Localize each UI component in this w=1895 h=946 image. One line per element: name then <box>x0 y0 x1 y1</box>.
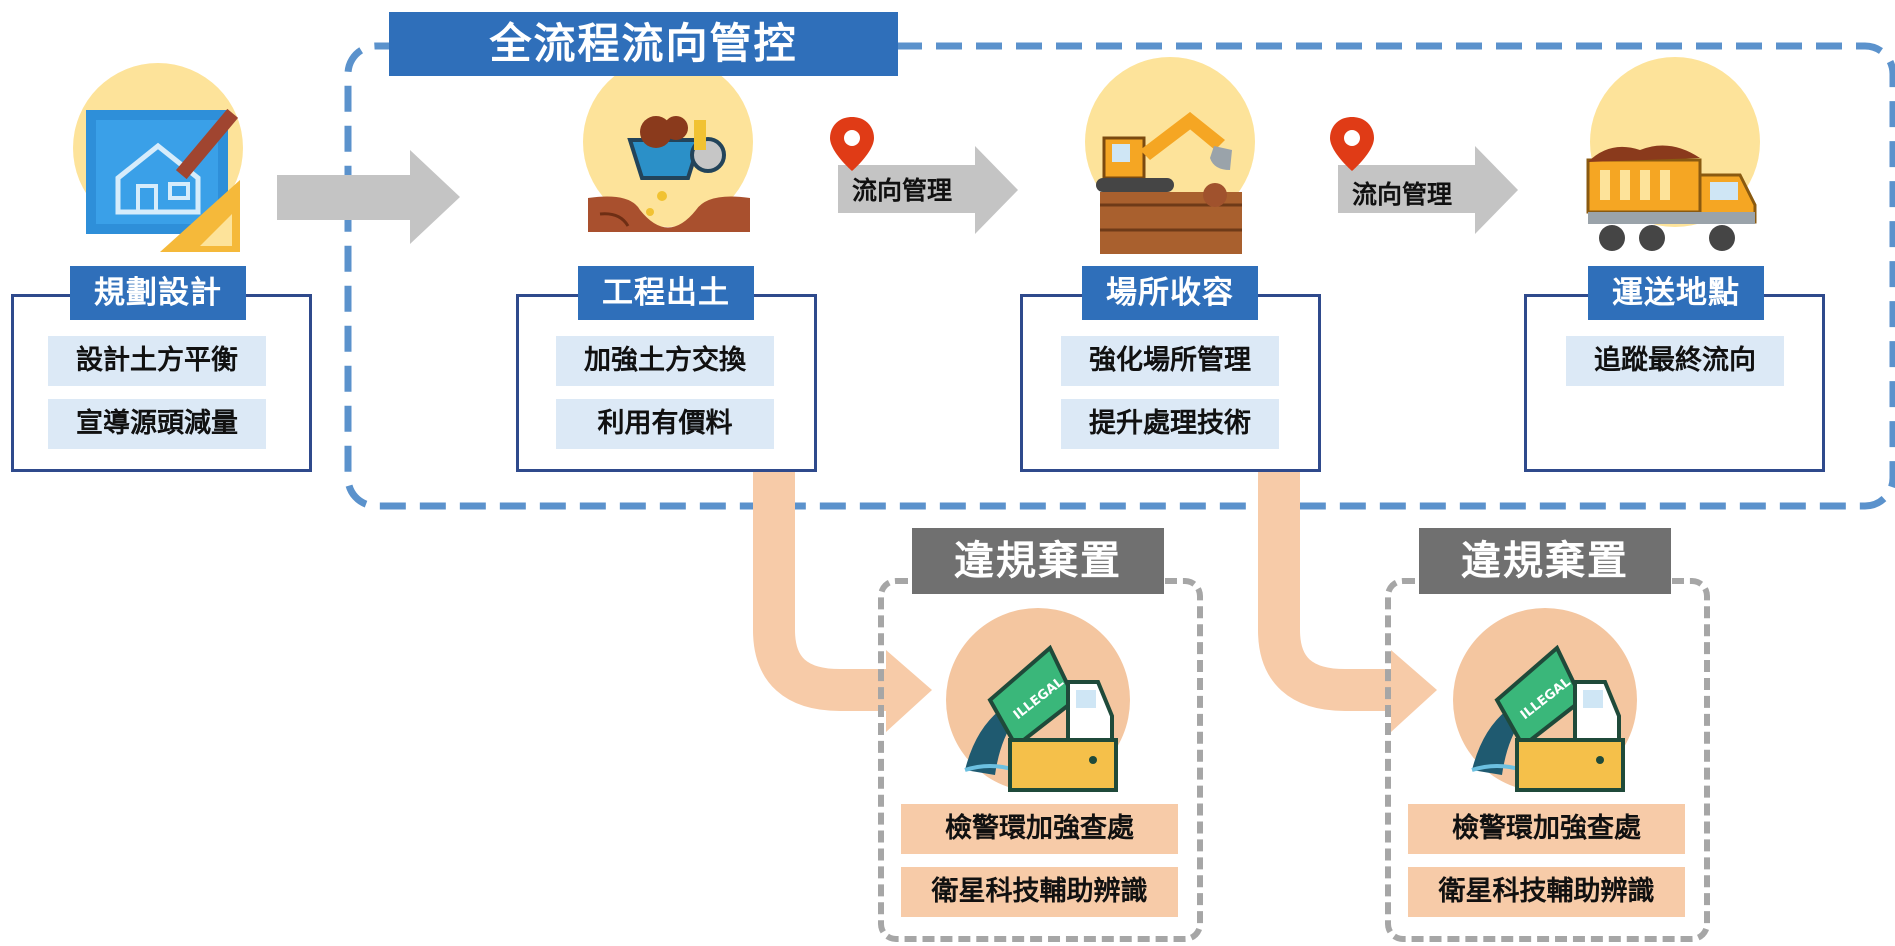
illegal-dumping-icon: ILLEGAL <box>964 644 1118 792</box>
location-pin-icon <box>1330 117 1374 171</box>
stage-item: 提升處理技術 <box>1061 399 1279 449</box>
flow-arrow-1 <box>838 146 1018 234</box>
branch-arrow-2 <box>1258 468 1395 711</box>
violation-item: 衛星科技輔助辨識 <box>901 867 1178 917</box>
dump-truck-icon <box>1586 145 1757 251</box>
violation-item: 檢警環加強查處 <box>901 804 1178 854</box>
violation-item: 衛星科技輔助辨識 <box>1408 867 1685 917</box>
location-pin-icon <box>830 117 874 171</box>
stage-item: 宣導源頭減量 <box>48 399 266 449</box>
stage-title-destination: 運送地點 <box>1588 266 1764 320</box>
flow-label-2: 流向管理 <box>1352 180 1453 209</box>
flow-arrow-2 <box>1338 146 1518 234</box>
stage-item: 設計土方平衡 <box>48 336 266 386</box>
illegal-dumping-icon: ILLEGAL <box>1471 644 1625 792</box>
flow-label-1: 流向管理 <box>852 176 953 205</box>
excavator-icon <box>1096 112 1242 254</box>
excavation-icon <box>588 116 750 232</box>
big-arrow <box>277 150 460 244</box>
branch-arrow-1-head <box>886 650 932 732</box>
stage-item: 強化場所管理 <box>1061 336 1279 386</box>
stage-item: 利用有價料 <box>556 399 774 449</box>
violation-title-2: 違規棄置 <box>1419 528 1671 594</box>
stage-item: 追蹤最終流向 <box>1566 336 1784 386</box>
violation-title-1: 違規棄置 <box>912 528 1164 594</box>
violation-item: 檢警環加強查處 <box>1408 804 1685 854</box>
stage-title-site: 場所收容 <box>1082 266 1258 320</box>
stage-title-excavation: 工程出土 <box>578 266 754 320</box>
stage-item: 加強土方交換 <box>556 336 774 386</box>
stage-title-planning: 規劃設計 <box>70 266 246 320</box>
full-process-region <box>344 42 1895 510</box>
blueprint-icon <box>86 108 240 252</box>
branch-arrow-1 <box>753 468 890 711</box>
banner-title: 全流程流向管控 <box>389 12 898 76</box>
branch-arrow-2-head <box>1391 650 1437 732</box>
